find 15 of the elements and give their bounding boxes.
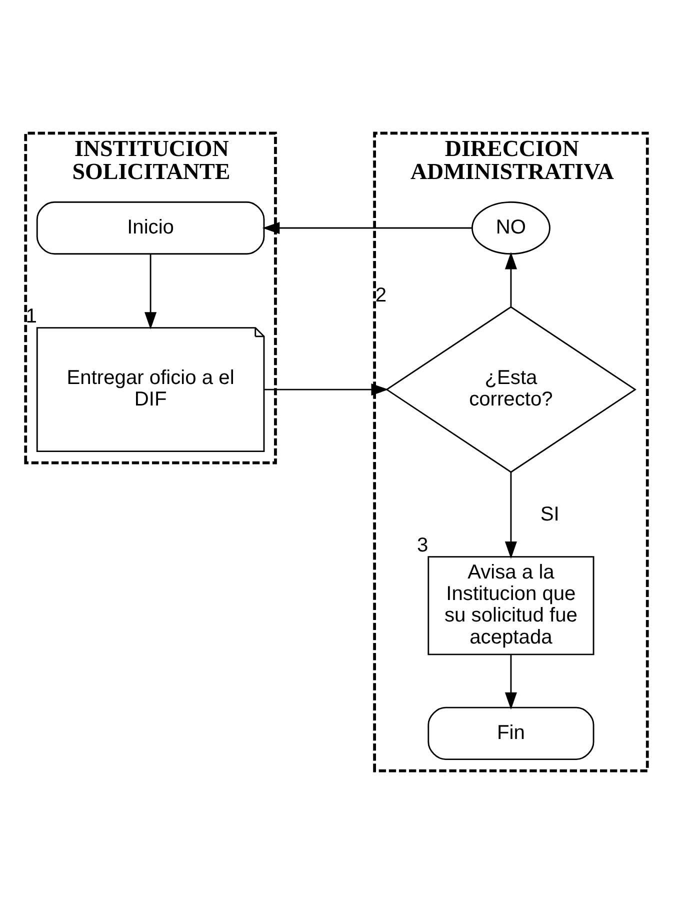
arrow bbox=[262, 221, 472, 234]
node-diamond: ¿Esta correcto? bbox=[385, 306, 636, 472]
node-label: 1 bbox=[26, 304, 37, 327]
node-box: Inicio bbox=[36, 200, 265, 254]
node-ellipse: NO bbox=[471, 200, 550, 254]
arrow bbox=[264, 383, 388, 396]
node-label: 3 bbox=[417, 534, 428, 556]
arrow bbox=[504, 252, 517, 306]
arrow bbox=[504, 654, 517, 710]
node-box: Fin bbox=[428, 706, 594, 760]
node-label: 2 bbox=[375, 284, 387, 306]
edge-label: SI bbox=[540, 502, 560, 525]
arrow bbox=[504, 472, 517, 558]
node-box: Avisa a la Institucion que su solicitud fue aceptada bbox=[428, 556, 594, 655]
arrow bbox=[144, 254, 157, 329]
